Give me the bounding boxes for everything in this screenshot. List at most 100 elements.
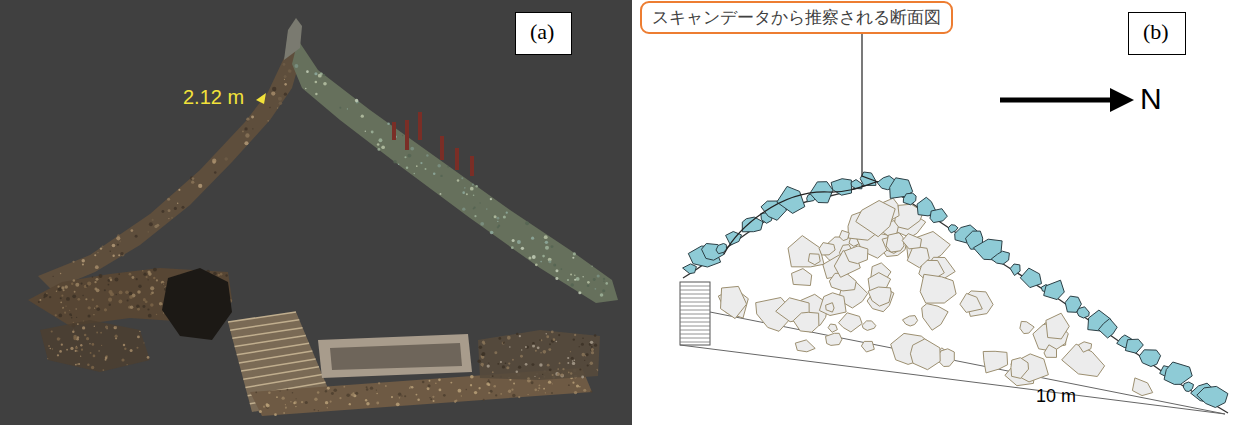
- scan-point: [147, 356, 150, 359]
- scan-point: [553, 264, 556, 267]
- scan-point: [60, 301, 62, 303]
- scan-point: [558, 334, 560, 336]
- surface-line: [683, 182, 1228, 413]
- scan-point: [314, 398, 317, 401]
- hatch-line: [680, 290, 710, 291]
- scan-point: [543, 350, 547, 354]
- scan-point: [96, 288, 100, 292]
- scan-point: [540, 352, 542, 354]
- scan-point: [278, 97, 282, 101]
- scan-point: [440, 193, 442, 195]
- scan-profile-line: [724, 182, 876, 254]
- scan-point: [494, 351, 497, 354]
- scan-point: [118, 273, 120, 275]
- scan-point: [130, 349, 133, 352]
- scan-point: [137, 290, 141, 294]
- scan-point: [579, 386, 580, 387]
- scan-point: [556, 341, 558, 343]
- scan-point: [84, 334, 87, 337]
- scan-point: [583, 389, 586, 392]
- scan-point: [314, 72, 317, 75]
- scan-point: [398, 163, 399, 164]
- scan-point: [351, 393, 354, 396]
- scan-point: [110, 279, 113, 282]
- surface-rock: [683, 264, 697, 274]
- scan-point: [119, 241, 121, 243]
- scan-point: [439, 389, 442, 392]
- hatch-line: [680, 334, 710, 335]
- scan-point: [579, 346, 580, 347]
- scan-point: [143, 273, 146, 276]
- scan-point: [177, 202, 178, 203]
- scan-point: [557, 373, 560, 376]
- scan-point: [112, 254, 114, 256]
- scan-point: [562, 368, 564, 370]
- surface-rock: [1125, 339, 1143, 353]
- scan-point: [534, 389, 537, 392]
- scan-point: [75, 308, 76, 309]
- scan-point: [163, 283, 165, 285]
- scan-point: [603, 278, 605, 280]
- scan-point: [462, 207, 465, 210]
- scan-point: [65, 305, 66, 306]
- scan-point: [365, 399, 367, 401]
- scan-point: [559, 362, 561, 364]
- scan-point: [327, 387, 330, 390]
- scan-point: [305, 88, 306, 89]
- scan-point: [259, 410, 262, 413]
- scan-point: [339, 107, 341, 109]
- scan-point: [143, 342, 144, 343]
- scan-point: [296, 398, 297, 399]
- dimension-label: 10 m: [1036, 386, 1076, 407]
- apex-scan: [284, 18, 302, 60]
- scan-point: [82, 295, 83, 296]
- scan-point: [573, 252, 576, 255]
- scan-point: [266, 404, 270, 408]
- post-scan: [455, 148, 459, 170]
- scan-point: [99, 274, 103, 278]
- scan-point: [474, 206, 476, 208]
- scan-point: [142, 305, 145, 308]
- scan-point: [137, 308, 140, 311]
- scan-point: [542, 374, 543, 375]
- hatch-line: [680, 338, 710, 339]
- scan-point: [323, 82, 327, 86]
- stone: [922, 304, 948, 331]
- scan-point: [190, 176, 194, 180]
- scan-point: [477, 360, 481, 364]
- scan-point: [86, 285, 88, 287]
- scan-point: [108, 298, 112, 302]
- scan-point: [586, 353, 589, 356]
- scan-point: [532, 255, 536, 259]
- left-slope-scan: [38, 40, 300, 290]
- scan-point: [80, 344, 82, 346]
- scan-point: [540, 261, 542, 263]
- scan-point: [268, 391, 271, 394]
- scan-point: [417, 399, 420, 402]
- stone: [903, 316, 918, 326]
- scan-point: [149, 222, 153, 226]
- scan-point: [293, 402, 295, 404]
- scan-point: [508, 390, 511, 393]
- scan-point: [108, 284, 110, 286]
- scan-point: [483, 399, 485, 401]
- scan-point: [132, 276, 135, 279]
- scan-point: [52, 276, 53, 277]
- scan-point: [89, 343, 90, 344]
- scan-point: [492, 371, 494, 373]
- scan-point: [112, 244, 116, 248]
- scan-point: [93, 355, 96, 358]
- scan-point: [531, 381, 534, 384]
- scan-point: [470, 384, 472, 386]
- scan-point: [381, 145, 385, 149]
- scan-point: [602, 289, 605, 292]
- scan-point: [135, 235, 138, 238]
- scan-point: [88, 306, 91, 309]
- scan-point: [416, 165, 418, 167]
- scan-point: [66, 349, 68, 351]
- scan-point: [497, 226, 499, 228]
- scan-point: [181, 206, 184, 209]
- scan-point: [492, 216, 493, 217]
- scan-point: [52, 348, 53, 349]
- scan-point: [486, 382, 489, 385]
